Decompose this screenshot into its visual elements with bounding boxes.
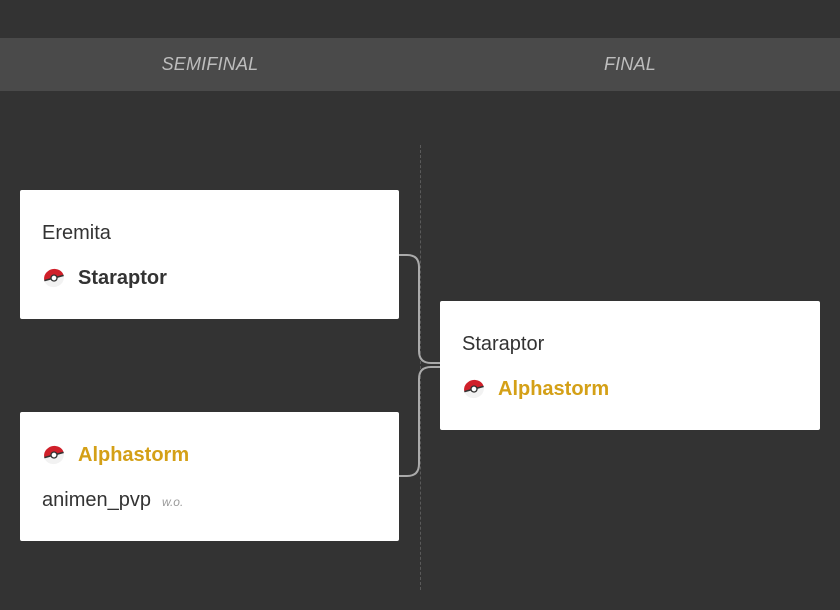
match-slot[interactable]: Staraptor [462, 329, 810, 359]
player-name: Alphastorm [498, 377, 610, 400]
match-slot[interactable]: Alphastorm [462, 374, 810, 404]
match-slot[interactable]: Alphastorm [42, 440, 389, 470]
pokeball-icon [44, 445, 64, 465]
round-header: SEMIFINAL FINAL [0, 38, 840, 91]
match-card-semifinal-1[interactable]: Eremita Staraptor [20, 190, 399, 319]
match-slot[interactable]: Eremita [42, 218, 389, 248]
match-slot[interactable]: animen_pvp w.o. [42, 485, 389, 515]
player-name: Eremita [42, 221, 111, 244]
player-name: Staraptor [78, 266, 167, 289]
player-name: Alphastorm [78, 443, 190, 466]
pokeball-icon [464, 379, 484, 399]
round-label-final: FINAL [603, 54, 656, 74]
walkover-label: w.o. [161, 495, 184, 509]
player-name: animen_pvp [42, 488, 151, 511]
round-label-semifinal: SEMIFINAL [161, 54, 259, 74]
round-divider [420, 145, 421, 590]
match-slot[interactable]: Staraptor [42, 263, 389, 293]
player-name: Staraptor [462, 332, 545, 355]
match-card-final[interactable]: Staraptor Alphastorm [440, 301, 820, 430]
match-card-semifinal-2[interactable]: Alphastorm animen_pvp w.o. [20, 412, 399, 541]
pokeball-icon [44, 268, 64, 288]
